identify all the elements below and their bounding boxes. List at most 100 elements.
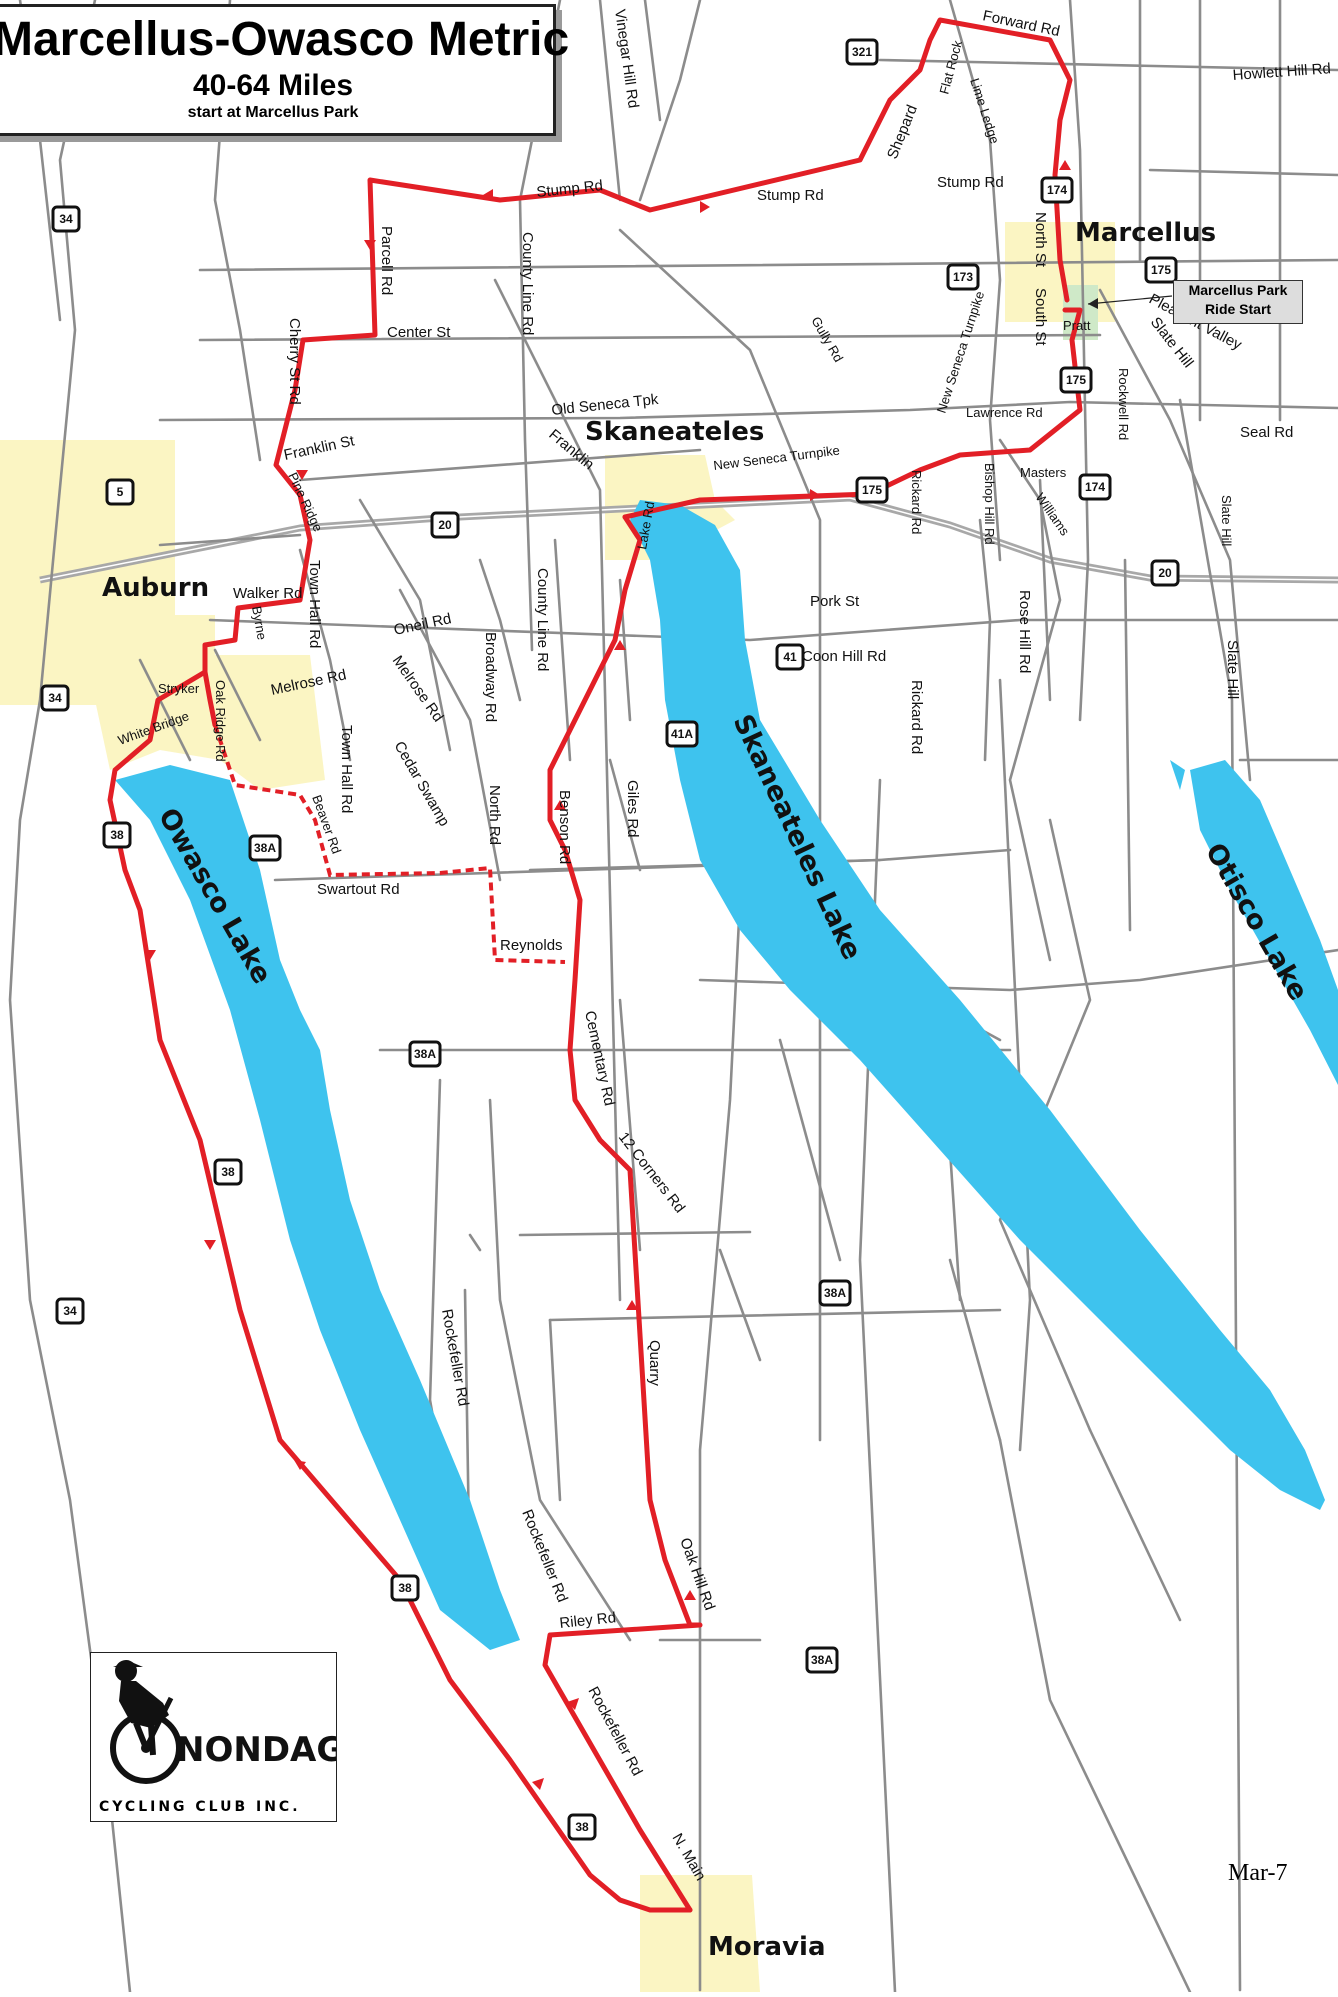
- road-label-town-hall-2: Town Hall Rd: [338, 725, 355, 813]
- svg-text:38: 38: [221, 1165, 235, 1179]
- road-label-slate-hill-3: Slate Hill: [1224, 640, 1241, 699]
- svg-text:34: 34: [59, 212, 73, 226]
- route-shield-38: 38: [390, 1574, 420, 1602]
- map-distance: 40-64 Miles: [192, 69, 354, 102]
- route-shield-174: 174: [1040, 176, 1074, 204]
- road-label-county-line-1: County Line Rd: [519, 232, 536, 335]
- road-label-county-line-2: County Line Rd: [534, 568, 551, 671]
- road-label-swartout: Swartout Rd: [317, 881, 400, 898]
- ride-start-callout: Marcellus Park Ride Start: [1173, 280, 1303, 324]
- road-label-cherry: Cherry St Rd: [286, 318, 303, 405]
- road-label-north-rd: North Rd: [486, 785, 503, 845]
- town-label-marcellus: Marcellus: [1075, 218, 1216, 248]
- svg-text:174: 174: [1085, 480, 1105, 494]
- svg-text:20: 20: [1158, 566, 1172, 580]
- road-label-north-st: North St: [1032, 212, 1049, 268]
- club-logo: NONDAGA CYCLING CLUB INC.: [90, 1652, 371, 1822]
- route-shield-38: 38: [567, 1813, 597, 1841]
- town-label-moravia: Moravia: [708, 1932, 826, 1962]
- road-label-williams: Williams: [1033, 490, 1073, 539]
- road-label-quarry: Quarry: [646, 1340, 663, 1386]
- road-label-riley: Riley Rd: [559, 1609, 617, 1632]
- road-label-pratt: Pratt: [1063, 318, 1091, 333]
- road-label-reynolds: Reynolds: [500, 937, 563, 954]
- road-label-giles: Giles Rd: [624, 780, 641, 838]
- cyclist-logo-icon: NONDAGA: [110, 1660, 371, 1784]
- highway-centerlines: [39, 497, 1338, 581]
- road-label-shepard: Shepard: [884, 103, 921, 162]
- map-title-box: Marcellus-Owasco Metric 40-64 Miles star…: [0, 4, 570, 136]
- otisco-north-tip: [1170, 760, 1185, 790]
- road-label-coon-hill: Coon Hill Rd: [802, 648, 886, 665]
- road-label-rockwell: Rockwell Rd: [1116, 368, 1131, 440]
- route-shield-34: 34: [40, 684, 70, 712]
- road-label-lime-ledge: Lime Ledge: [967, 76, 1002, 145]
- road-label-franklin-st: Franklin St: [282, 432, 356, 464]
- road-label-town-hall-1: Town Hall Rd: [306, 560, 323, 648]
- route-shield-38a: 38A: [805, 1646, 839, 1674]
- svg-text:41: 41: [783, 650, 797, 664]
- svg-text:175: 175: [862, 483, 882, 497]
- town-label-auburn: Auburn: [102, 573, 209, 603]
- svg-text:38: 38: [110, 828, 124, 842]
- route-shield-34: 34: [55, 1297, 85, 1325]
- route-shield-34: 34: [51, 205, 81, 233]
- svg-text:38: 38: [575, 1820, 589, 1834]
- road-label-slate-hill-2: Slate Hill: [1219, 495, 1234, 546]
- route-shield-175: 175: [1144, 256, 1178, 284]
- svg-text:38A: 38A: [254, 841, 276, 855]
- road-label-cedar-swamp: Cedar Swamp: [391, 739, 453, 830]
- road-label-parcell: Parcell Rd: [378, 226, 395, 295]
- svg-text:321: 321: [852, 45, 872, 59]
- road-label-stryker: Stryker: [158, 681, 200, 696]
- svg-text:34: 34: [63, 1304, 77, 1318]
- route-shield-20: 20: [1150, 559, 1180, 587]
- logo-club-name: CYCLING CLUB INC.: [99, 1799, 301, 1815]
- road-label-seal: Seal Rd: [1240, 424, 1293, 441]
- route-shield-175: 175: [855, 476, 889, 504]
- road-label-center: Center St: [387, 324, 451, 341]
- road-label-new-seneca-1: New Seneca Turnpike: [934, 289, 988, 415]
- owasco-lake: [115, 765, 520, 1650]
- otisco-lake: [1190, 760, 1338, 1085]
- route-shield-175: 175: [1059, 366, 1093, 394]
- road-label-rose-hill: Rose Hill Rd: [1016, 590, 1033, 673]
- road-label-rockefeller-2: Rockefeller Rd: [518, 1507, 571, 1605]
- road-label-lawrence: Lawrence Rd: [966, 405, 1043, 420]
- road-label-rickard-1: Rickard Rd: [909, 470, 924, 534]
- svg-text:38A: 38A: [414, 1047, 436, 1061]
- town-areas: [0, 222, 1115, 1992]
- svg-text:34: 34: [48, 691, 62, 705]
- road-label-howlett: Howlett Hill Rd: [1232, 60, 1331, 84]
- route-shield-38: 38: [213, 1158, 243, 1186]
- lakes: [115, 500, 1338, 1650]
- road-label-stump-1: Stump Rd: [536, 177, 604, 201]
- road-label-byrne: Byrne: [249, 605, 270, 641]
- optional-route: [213, 724, 566, 964]
- road-label-flat-rock: Flat Rock: [936, 38, 965, 95]
- route-shield-38a: 38A: [408, 1040, 442, 1068]
- map-title: Marcellus-Owasco Metric: [0, 13, 570, 66]
- route-shield-5: 5: [105, 478, 135, 506]
- road-label-stump-2: Stump Rd: [757, 187, 824, 204]
- start-pointer: [1087, 295, 1173, 305]
- bike-route: [107, 17, 1083, 1913]
- town-label-skaneateles: Skaneateles: [585, 417, 764, 447]
- road-labels: Forward Rd Howlett Hill Rd Vinegar Hill …: [116, 7, 1332, 1883]
- road-label-gully: Gully Rd: [808, 314, 846, 365]
- svg-text:173: 173: [953, 270, 973, 284]
- road-label-rockefeller-3: Rockefeller Rd: [584, 1684, 645, 1779]
- route-shield-38a: 38A: [818, 1279, 852, 1307]
- road-label-south-st: South St: [1032, 288, 1049, 346]
- svg-text:38A: 38A: [811, 1653, 833, 1667]
- road-label-pork: Pork St: [810, 593, 860, 610]
- svg-text:38: 38: [398, 1581, 412, 1595]
- route-shield-173: 173: [946, 263, 980, 291]
- route-shield-38a: 38A: [248, 834, 282, 862]
- map-start-note: start at Marcellus Park: [187, 104, 359, 121]
- road-label-stump-3: Stump Rd: [937, 174, 1004, 191]
- route-shield-20: 20: [430, 511, 460, 539]
- road-label-12-corners: 12 Corners Rd: [615, 1129, 688, 1216]
